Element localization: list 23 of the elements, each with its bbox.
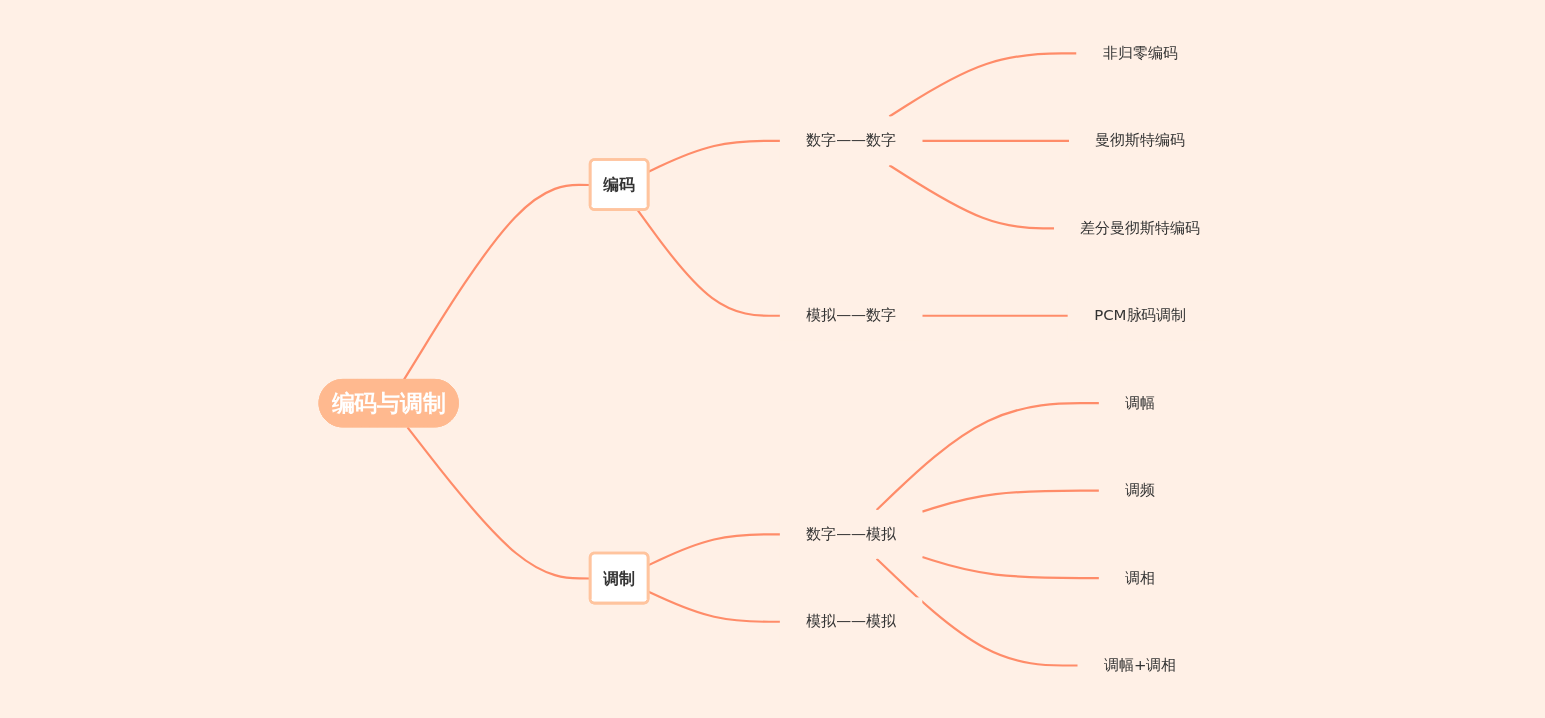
connector — [875, 557, 1078, 667]
node-text: 模拟——数字 — [806, 305, 896, 324]
connector — [922, 139, 1069, 142]
node-text: 差分曼彻斯特编码 — [1080, 218, 1200, 236]
connector — [647, 139, 780, 173]
node-text: 曼彻斯特编码 — [1095, 130, 1185, 149]
connector — [921, 489, 1099, 513]
connector — [647, 590, 780, 623]
node-text: PCM脉码调制 — [1093, 305, 1187, 324]
node-text: 调频 — [1125, 480, 1155, 499]
connector — [922, 314, 1068, 317]
node-text: 非归零编码 — [1102, 43, 1178, 62]
node-text: 调幅 — [1125, 393, 1155, 411]
node-text: 数字——模拟 — [806, 524, 896, 542]
node-text: 模拟——模拟 — [806, 611, 896, 630]
node-text: 数字——数字 — [806, 130, 896, 149]
node-text: 调幅+调相 — [1103, 655, 1177, 674]
connector — [888, 163, 1054, 229]
connector — [647, 532, 780, 566]
node-text: 调相 — [1125, 568, 1155, 586]
connector — [875, 401, 1099, 511]
connector — [921, 555, 1099, 579]
connector — [888, 51, 1077, 117]
